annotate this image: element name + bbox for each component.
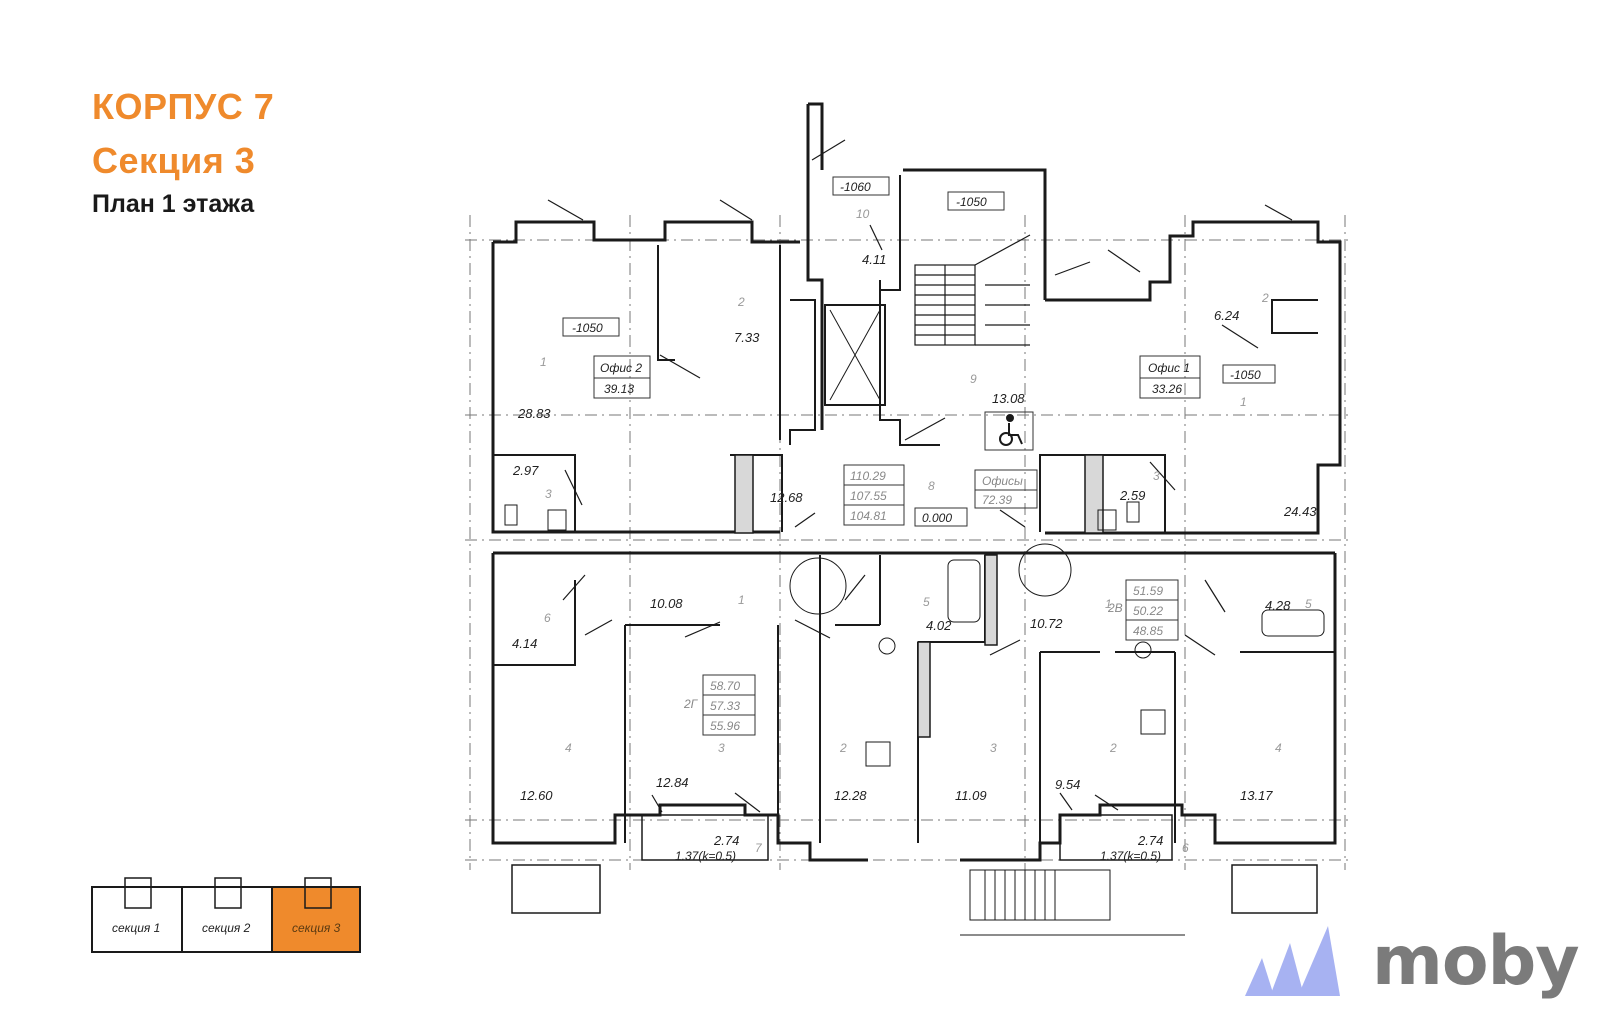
- section-1-label: секция 1: [112, 921, 160, 935]
- room-area: 6.24: [1214, 308, 1239, 323]
- room-area: 12.68: [770, 490, 803, 505]
- building-title: КОРПУС 7: [92, 86, 275, 127]
- elevator-shaft: [829, 309, 881, 401]
- room-area: 12.84: [656, 775, 689, 790]
- room-number: 7: [755, 841, 763, 855]
- room-number: 3: [990, 741, 997, 755]
- room-area: 11.09: [955, 788, 987, 803]
- room-number: 1: [1240, 395, 1247, 409]
- apt-2v-area-2: 50.22: [1133, 604, 1163, 618]
- wheelchair-icon: [999, 414, 1023, 446]
- room-number: 2: [1261, 291, 1269, 305]
- room-area: 4.02: [926, 618, 952, 633]
- common-area-2: 107.55: [850, 489, 887, 503]
- turning-circles: [789, 543, 1152, 659]
- common-area-3: 104.81: [850, 509, 887, 523]
- office2-area: 39.13: [604, 382, 634, 396]
- room-area: 2.97: [512, 463, 539, 478]
- balcony-area-right: 1.37(k=0.5): [1100, 849, 1161, 863]
- section-selector: секция 1 секция 2 секция 3: [91, 877, 361, 953]
- room-number: 3: [718, 741, 725, 755]
- office2-name: Офис 2: [600, 361, 642, 375]
- brand-wordmark: moby: [1372, 922, 1580, 1001]
- apt-2g-area-1: 58.70: [710, 679, 740, 693]
- room-area: 12.28: [834, 788, 867, 803]
- room-area: 28.83: [517, 406, 551, 421]
- balconies: [511, 814, 1318, 914]
- hatched-walls: [734, 454, 1104, 738]
- apt-2g-code: 2Г: [683, 697, 699, 711]
- moby-logo-icon: [1245, 926, 1340, 996]
- room-area: 4.28: [1265, 598, 1291, 613]
- entrance-steps: [960, 869, 1185, 936]
- level-mark-office2: -1050: [572, 321, 603, 335]
- level-mark-stair: -1050: [956, 195, 987, 209]
- room-area: 10.72: [1030, 616, 1063, 631]
- room-number: 1: [1105, 597, 1112, 611]
- section-3-button[interactable]: [271, 886, 361, 953]
- room-number: 6: [544, 611, 551, 625]
- room-number: 4: [1275, 741, 1282, 755]
- room-number: 1: [540, 355, 547, 369]
- apt-2g-area-2: 57.33: [710, 699, 740, 713]
- room-area: 2.74: [1137, 833, 1163, 848]
- section-1-button[interactable]: [91, 886, 183, 953]
- room-area: 13.17: [1240, 788, 1273, 803]
- apt-2v-area-3: 48.85: [1133, 624, 1163, 638]
- level-mark-entrance: 0.000: [922, 511, 952, 525]
- room-area: 13.08: [992, 391, 1025, 406]
- outer-walls: [491, 102, 1342, 862]
- room-number: 9: [970, 372, 977, 386]
- room-area: 9.54: [1055, 777, 1080, 792]
- room-number: 2: [737, 295, 745, 309]
- room-area: 7.33: [734, 330, 760, 345]
- office1-area: 33.26: [1152, 382, 1182, 396]
- section-2-button[interactable]: [181, 886, 273, 953]
- apt-2v-code: 2В: [1107, 601, 1123, 615]
- section-2-label: секция 2: [202, 921, 251, 935]
- bathroom-fixtures: [504, 501, 1325, 767]
- room-number: 5: [1305, 597, 1312, 611]
- room-area: 4.14: [512, 636, 537, 651]
- level-mark-stair-top: -1060: [840, 180, 871, 194]
- room-area: 4.11: [862, 252, 886, 267]
- room-number: 6: [1182, 841, 1189, 855]
- room-number: 5: [923, 595, 930, 609]
- room-area: 10.08: [650, 596, 683, 611]
- label-boxes: [562, 176, 1276, 736]
- balcony-area-left: 1.37(k=0.5): [675, 849, 736, 863]
- room-area: 24.43: [1283, 504, 1317, 519]
- room-area: 2.59: [1119, 488, 1145, 503]
- interior-walls: [493, 175, 1335, 843]
- room-number: 4: [565, 741, 572, 755]
- room-number: 10: [856, 207, 870, 221]
- common-area-1: 110.29: [850, 469, 886, 483]
- room-number: 3: [1153, 469, 1160, 483]
- room-number: 3: [545, 487, 552, 501]
- room-number: 8: [928, 479, 935, 493]
- office1-name: Офис 1: [1148, 361, 1190, 375]
- level-mark-office1: -1050: [1230, 368, 1261, 382]
- room-number: 2: [839, 741, 847, 755]
- apt-2g-area-3: 55.96: [710, 719, 740, 733]
- door-swings: [547, 139, 1293, 813]
- room-number: 2: [1109, 741, 1117, 755]
- stairs: [914, 234, 1031, 346]
- room-area: 12.60: [520, 788, 553, 803]
- section-3-label: секция 3: [292, 921, 341, 935]
- apt-2v-area-1: 51.59: [1133, 584, 1163, 598]
- floor-plan-title: План 1 этажа: [92, 190, 255, 218]
- offices-total-area: 72.39: [982, 493, 1012, 507]
- offices-total-name: Офисы: [982, 474, 1023, 488]
- room-number: 1: [738, 593, 745, 607]
- room-area: 2.74: [713, 833, 739, 848]
- section-title: Секция 3: [92, 140, 256, 181]
